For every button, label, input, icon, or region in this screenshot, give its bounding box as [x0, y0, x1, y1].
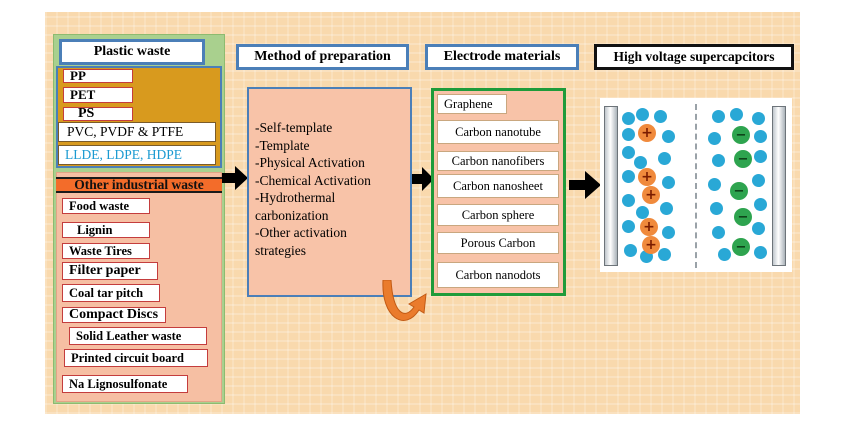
method-line-chemical-activation: -Chemical Activation: [255, 172, 371, 188]
negative-ion-icon: −: [730, 182, 748, 200]
electrolyte-ion: [622, 146, 635, 159]
plastic-item-lldpe-ldpe-hdpe: LLDE, LDPE, HDPE: [58, 145, 216, 165]
electrolyte-ion: [658, 248, 671, 261]
curved-arrow-icon: [382, 280, 427, 321]
electrolyte-ion: [622, 112, 635, 125]
diagram-canvas: Plastic waste PP PET PS PVC, PVDF & PTFE…: [45, 12, 800, 414]
method-line-physical-activation: -Physical Activation: [255, 155, 365, 170]
electrolyte-ion: [712, 154, 725, 167]
electrode-item-carbon-sphere: Carbon sphere: [437, 204, 559, 226]
electrolyte-ion: [658, 152, 671, 165]
electrolyte-ion: [718, 248, 731, 261]
electrode-item-porous-carbon: Porous Carbon: [437, 232, 559, 254]
electrolyte-ion: [622, 128, 635, 141]
electrolyte-ion: [660, 202, 673, 215]
industrial-item-lignin: Lignin: [62, 222, 150, 238]
industrial-waste-header: Other industrial waste: [56, 177, 222, 193]
electrolyte-ion: [754, 150, 767, 163]
electrolyte-ion: [752, 222, 765, 235]
positive-ion-icon: +: [642, 186, 660, 204]
electrolyte-ion: [730, 108, 743, 121]
industrial-item-na-lignosulfonate: Na Lignosulfonate: [62, 375, 188, 393]
method-panel: -Self-template -Template -Physical Activ…: [247, 87, 412, 297]
electrode-item-carbon-nanotube: Carbon nanotube: [437, 120, 559, 144]
negative-ion-icon: −: [734, 208, 752, 226]
positive-ion-icon: +: [638, 124, 656, 142]
electrolyte-ion: [708, 178, 721, 191]
electrode-materials-header: Electrode materials: [425, 44, 579, 70]
positive-ion-icon: +: [638, 168, 656, 186]
electrolyte-ion: [622, 194, 635, 207]
arrow-right-icon: [569, 171, 601, 199]
positive-ion-icon: +: [640, 218, 658, 236]
industrial-item-waste-tires: Waste Tires: [62, 243, 150, 259]
method-line-self-template: -Self-template: [255, 120, 333, 135]
method-line-carbonization: carbonization: [255, 207, 329, 223]
electrolyte-ion: [662, 226, 675, 239]
industrial-item-printed-circuit-board: Printed circuit board: [64, 349, 208, 367]
electrode-item-graphene: Graphene: [437, 94, 507, 114]
electrolyte-ion: [754, 130, 767, 143]
electrolyte-ion: [624, 244, 637, 257]
electrolyte-ion: [662, 130, 675, 143]
left-electrode: [604, 106, 618, 266]
plastic-item-pvc-pvdf-ptfe: PVC, PVDF & PTFE: [58, 122, 216, 142]
plastic-item-pet: PET: [63, 87, 133, 103]
method-line-other-activation: -Other activation: [255, 225, 347, 240]
electrolyte-ion: [622, 170, 635, 183]
electrolyte-ion: [710, 202, 723, 215]
arrow-right-icon: [412, 167, 434, 191]
arrow-right-icon: [222, 166, 248, 190]
negative-ion-icon: −: [732, 238, 750, 256]
electrolyte-ion: [636, 108, 649, 121]
plastic-item-pp: PP: [63, 68, 133, 83]
electrolyte-ion: [634, 156, 647, 169]
electrode-item-carbon-nanodots: Carbon nanodots: [437, 262, 559, 288]
positive-ion-icon: +: [642, 236, 660, 254]
negative-ion-icon: −: [732, 126, 750, 144]
electrolyte-ion: [752, 112, 765, 125]
high-voltage-supercapacitors-header: High voltage supercapcitors: [594, 44, 794, 70]
separator: [695, 104, 697, 268]
method-line-strategies: strategies: [255, 242, 306, 258]
electrolyte-ion: [654, 110, 667, 123]
industrial-item-food-waste: Food waste: [62, 198, 150, 214]
electrolyte-ion: [622, 220, 635, 233]
electrolyte-ion: [754, 246, 767, 259]
electrolyte-ion: [636, 206, 649, 219]
plastic-waste-header: Plastic waste: [59, 39, 205, 65]
method-of-preparation-header: Method of preparation: [236, 44, 409, 70]
industrial-item-coal-tar-pitch: Coal tar pitch: [62, 284, 160, 302]
electrolyte-ion: [708, 132, 721, 145]
electrode-item-carbon-nanosheet: Carbon nanosheet: [437, 174, 559, 198]
industrial-item-compact-discs: Compact Discs: [62, 307, 166, 323]
industrial-item-filter-paper: Filter paper: [62, 262, 158, 280]
electrolyte-ion: [712, 226, 725, 239]
right-electrode: [772, 106, 786, 266]
industrial-item-solid-leather-waste: Solid Leather waste: [69, 327, 207, 345]
plastic-item-ps: PS: [63, 106, 133, 121]
electrolyte-ion: [712, 110, 725, 123]
electrolyte-ion: [662, 176, 675, 189]
supercapacitor-diagram: + + + + + − − − − −: [600, 98, 792, 272]
negative-ion-icon: −: [734, 150, 752, 168]
method-line-hydrothermal: -Hydrothermal: [255, 190, 336, 205]
method-line-template: -Template: [255, 137, 310, 153]
electrode-item-carbon-nanofibers: Carbon nanofibers: [437, 151, 559, 171]
electrolyte-ion: [754, 198, 767, 211]
electrolyte-ion: [752, 174, 765, 187]
